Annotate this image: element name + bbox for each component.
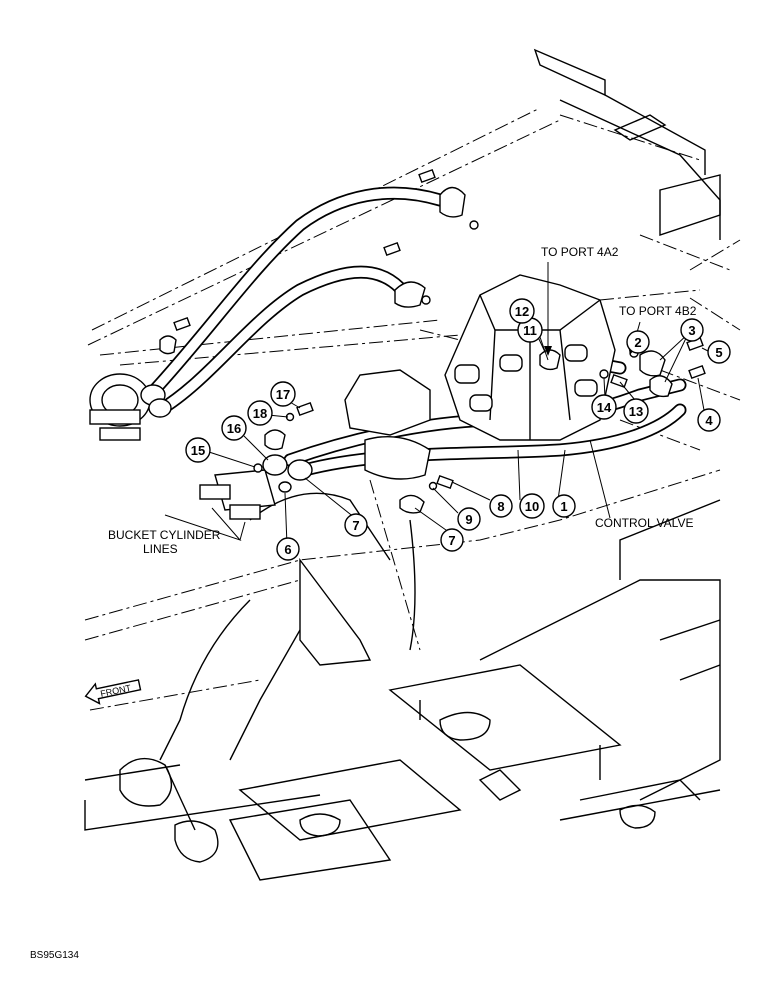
- callout-5: 5: [707, 340, 731, 364]
- callout-4: 4: [697, 408, 721, 432]
- svg-text:10: 10: [525, 499, 539, 514]
- svg-text:18: 18: [253, 406, 267, 421]
- callout-7b: 7: [440, 528, 464, 552]
- bucket-cylinder-lines-label-2: LINES: [143, 542, 178, 556]
- svg-text:7: 7: [352, 518, 359, 533]
- callout-3: 3: [680, 318, 704, 342]
- callout-1: 1: [552, 494, 576, 518]
- components: [89, 168, 706, 520]
- control-valve-label: CONTROL VALVE: [595, 516, 693, 530]
- callout-13: 13: [623, 398, 649, 424]
- svg-text:14: 14: [597, 400, 612, 415]
- svg-text:13: 13: [629, 404, 643, 419]
- svg-text:17: 17: [276, 387, 290, 402]
- callout-15: 15: [185, 437, 211, 463]
- callout-10: 10: [519, 493, 545, 519]
- callout-6: 6: [276, 537, 300, 561]
- svg-text:3: 3: [688, 323, 695, 338]
- svg-text:16: 16: [227, 421, 241, 436]
- figure-code: BS95G134: [30, 950, 79, 961]
- bucket-cylinder-lines-label-1: BUCKET CYLINDER: [108, 528, 221, 542]
- svg-text:4: 4: [705, 413, 713, 428]
- svg-text:2: 2: [634, 335, 641, 350]
- callout-12: 12: [509, 298, 535, 324]
- svg-text:12: 12: [515, 304, 529, 319]
- callout-9: 9: [457, 507, 481, 531]
- svg-text:6: 6: [284, 542, 291, 557]
- callout-17: 17: [270, 381, 296, 407]
- callout-16: 16: [221, 415, 247, 441]
- callouts: 1 2 3 4 5 6 7 7 8 9 10 11 12 13 14 15 16…: [185, 298, 731, 561]
- callout-18: 18: [247, 400, 273, 426]
- svg-text:7: 7: [448, 533, 455, 548]
- port-4b2-label: TO PORT 4B2: [619, 304, 697, 318]
- svg-text:15: 15: [191, 443, 205, 458]
- callout-8: 8: [489, 494, 513, 518]
- frame-structure: [84, 48, 741, 881]
- callout-2: 2: [626, 330, 650, 354]
- svg-text:9: 9: [465, 512, 472, 527]
- svg-text:8: 8: [497, 499, 504, 514]
- callout-7a: 7: [344, 513, 368, 537]
- svg-text:11: 11: [523, 323, 537, 338]
- callout-14: 14: [591, 394, 617, 420]
- svg-text:1: 1: [560, 499, 567, 514]
- svg-text:5: 5: [715, 345, 722, 360]
- port-4a2-label: TO PORT 4A2: [541, 245, 619, 259]
- front-arrow-icon: FRONT: [84, 679, 142, 705]
- front-label: FRONT: [99, 683, 132, 699]
